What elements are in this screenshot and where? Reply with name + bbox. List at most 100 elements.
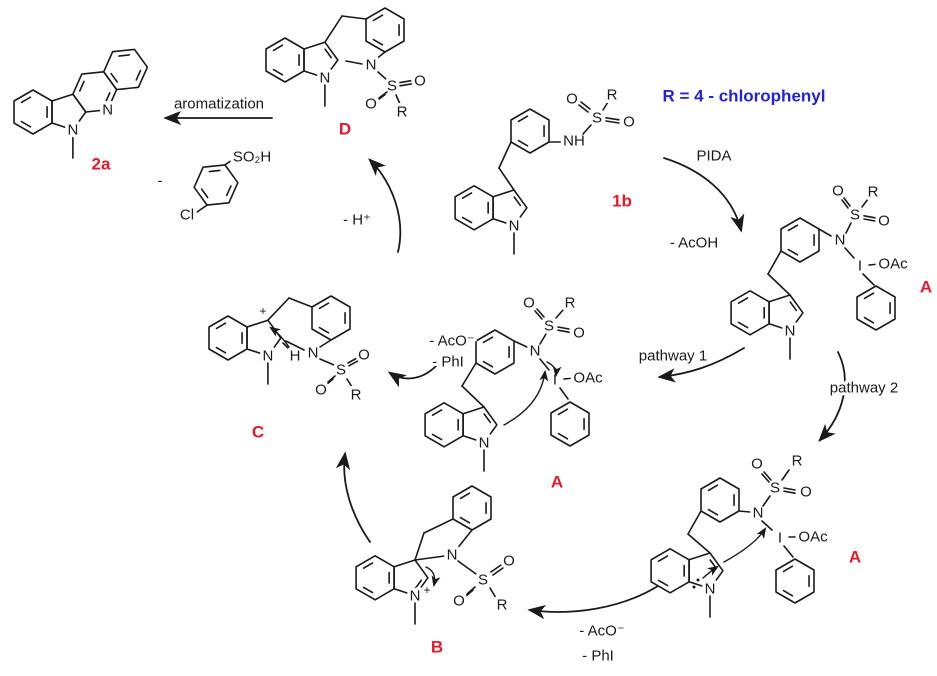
atom-label-o: O xyxy=(523,295,535,312)
atom-label-cl: Cl xyxy=(180,207,194,224)
r-definition-label: R = 4 - chlorophenyl xyxy=(663,87,826,106)
atom-label-r: R xyxy=(607,87,618,104)
arrow-pathway-2: pathway 2 xyxy=(818,351,901,442)
curly-arrow xyxy=(503,369,549,426)
benzene-ring xyxy=(700,477,740,523)
step-label-pathway1: pathway 1 xyxy=(639,348,707,365)
step-label-minus-acoh: - AcOH xyxy=(670,235,718,252)
step-label-minus-aco: - AcO⁻ xyxy=(579,623,624,640)
atom-label-n: N xyxy=(530,343,541,360)
curly-arrow xyxy=(702,565,719,579)
lone-pair-dot xyxy=(692,585,696,589)
atom-label-r: R xyxy=(792,453,803,470)
atom-label-n: N xyxy=(835,232,846,249)
step-label-minus-aco: - AcO⁻ xyxy=(429,333,474,350)
step-label-minus-H: - H⁺ xyxy=(343,212,371,229)
atom-label-n: N xyxy=(308,345,319,362)
atom-label-o: O xyxy=(623,114,635,131)
structure-2a: N N 2a xyxy=(13,40,153,174)
benzene-ring xyxy=(208,315,248,361)
arrow-A-to-C: - AcO⁻ - PhI xyxy=(387,330,478,388)
atom-label-n: N xyxy=(447,547,458,564)
curly-arrow xyxy=(269,326,290,348)
step-label-pathway2: pathway 2 xyxy=(830,380,898,397)
atom-label-o: O xyxy=(414,73,426,90)
compound-label-1b: 1b xyxy=(612,192,632,211)
atom-label-s: S xyxy=(336,362,346,379)
compound-label-D: D xyxy=(339,120,351,139)
benzene-ring xyxy=(265,37,305,83)
atom-label-n: N xyxy=(753,505,764,522)
benzene-ring xyxy=(452,485,492,531)
curly-arrow xyxy=(546,361,562,378)
atom-label-nh: NH xyxy=(563,133,585,150)
reaction-arrow xyxy=(368,158,402,253)
atom-label-s: S xyxy=(592,110,602,127)
atom-label-s: S xyxy=(544,318,554,335)
reaction-arrow xyxy=(387,365,437,388)
benzene-ring xyxy=(365,7,405,53)
structure-A-right: N S O R O I OAc N A xyxy=(730,179,932,360)
atom-label-s: S xyxy=(850,207,860,224)
atom-label-n: N xyxy=(102,102,113,119)
atom-label-o: O xyxy=(503,553,515,570)
atom-label-r: R xyxy=(565,295,576,312)
benzene-ring xyxy=(775,558,815,604)
atom-label-oac: OAc xyxy=(573,370,603,387)
atom-label-n: N xyxy=(705,581,716,598)
benzene-ring xyxy=(730,289,770,336)
compound-label-A: A xyxy=(551,473,563,492)
atom-label-r: R xyxy=(351,387,362,404)
structure-D: N N S O O R D xyxy=(265,7,429,139)
atom-label-o: O xyxy=(315,382,327,399)
atom-label-i: I xyxy=(778,530,782,547)
arrow-pathway-1: pathway 1 xyxy=(636,345,745,383)
arrow-minus-H: - H⁺ xyxy=(340,158,402,253)
arrow-A-to-B: - AcO⁻ - PhI xyxy=(527,585,659,668)
structure-A-center: N S O R O I OAc N A xyxy=(424,291,607,492)
benzene-ring xyxy=(550,401,590,447)
curly-arrow xyxy=(425,566,441,588)
arrow-aromatization: aromatization xyxy=(163,93,273,126)
atom-label-so2h: SO₂H xyxy=(233,149,271,166)
atom-label-h: H xyxy=(290,348,301,365)
atom-label-n: N xyxy=(785,323,796,340)
atom-label-r: R xyxy=(397,104,408,121)
structure-C: + N H N S O O R C xyxy=(208,295,373,442)
benzene-ring xyxy=(188,156,244,214)
minus-sign: - xyxy=(158,173,163,190)
atom-label-n: N xyxy=(479,435,490,452)
step-label-minus-phi: - PhI xyxy=(582,648,614,665)
arrow-B-to-C xyxy=(335,451,371,543)
atom-label-o: O xyxy=(878,213,890,230)
step-label-aromatization: aromatization xyxy=(174,96,264,113)
atom-label-n: N xyxy=(67,122,78,139)
benzene-ring xyxy=(780,217,820,263)
reaction-arrow xyxy=(657,347,745,383)
benzene-ring xyxy=(475,329,515,375)
arrow-PIDA: PIDA - AcOH xyxy=(663,145,745,255)
atom-label-n: N xyxy=(366,57,377,74)
plus-charge: + xyxy=(423,583,430,597)
atom-label-o: O xyxy=(751,456,763,473)
atom-label-oac: OAc xyxy=(878,256,908,273)
atom-label-i: I xyxy=(553,372,557,389)
atom-label-n: N xyxy=(262,348,273,365)
benzene-ring xyxy=(13,89,53,135)
atom-label-r: R xyxy=(868,184,879,201)
atom-label-o: O xyxy=(453,593,465,610)
reaction-arrow xyxy=(527,585,659,620)
atom-label-o: O xyxy=(832,183,844,200)
atom-label-o: O xyxy=(800,484,812,501)
benzene-ring xyxy=(98,40,153,99)
benzene-ring xyxy=(454,185,494,231)
atom-label-s: S xyxy=(478,572,488,589)
reaction-arrow xyxy=(663,157,745,233)
structure-A-bottom: N S O R O I OAc N A xyxy=(650,449,861,618)
byproduct-sulfinic-acid: - SO₂H Cl xyxy=(154,145,275,227)
atom-label-i: I xyxy=(858,258,862,275)
atom-label-s: S xyxy=(387,78,397,95)
atom-label-o: O xyxy=(365,96,377,113)
